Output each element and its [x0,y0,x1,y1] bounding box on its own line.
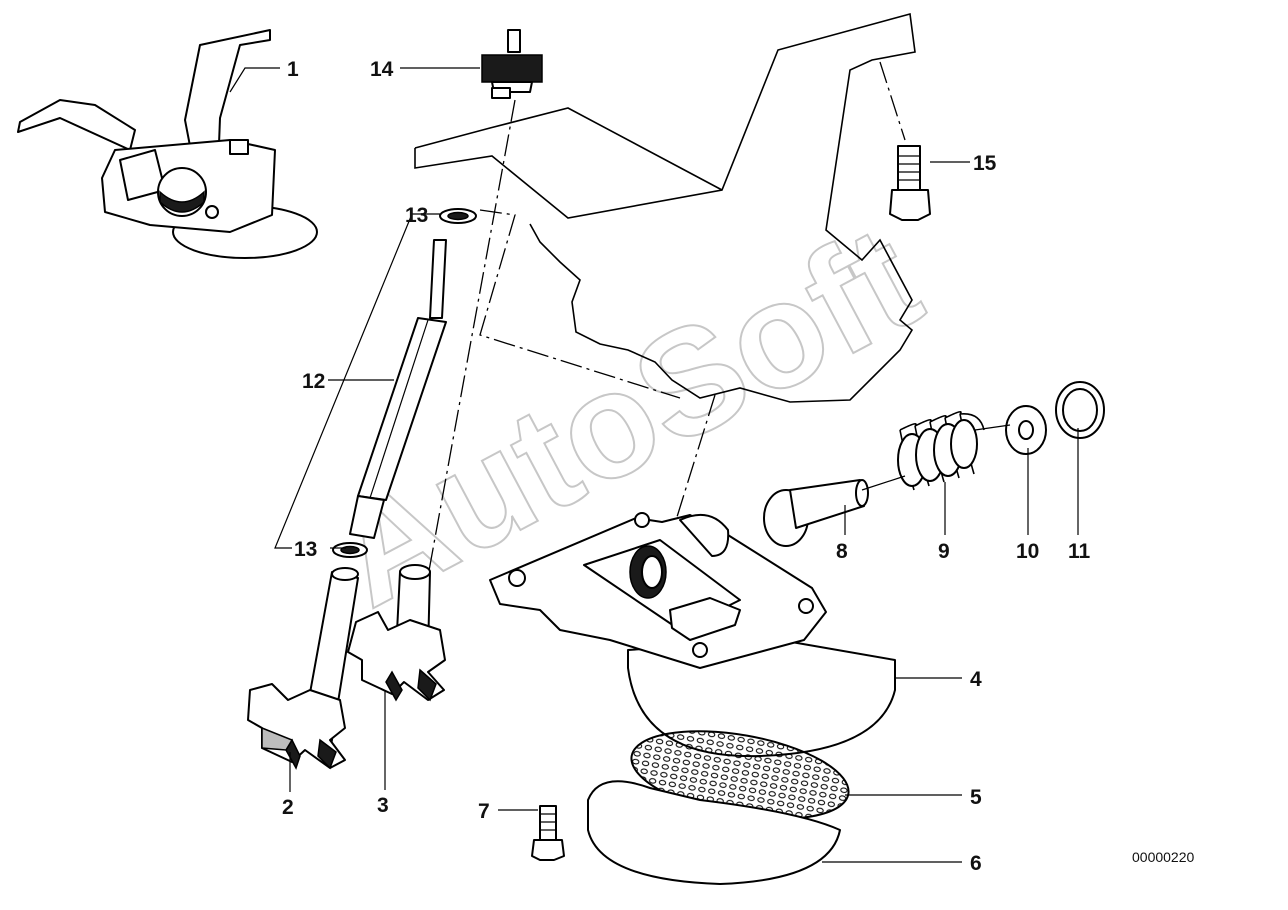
callout-5: 5 [970,786,982,809]
callout-numbers: 1 2 3 4 5 6 7 8 9 10 11 12 13 13 14 15 [282,58,1091,875]
callout-leader-lines [229,67,1079,863]
part-15-bolt [889,145,931,221]
part-11-circlip [1055,381,1105,439]
callout-11: 11 [1068,540,1091,563]
part-14-drive-gear [481,29,543,99]
part-8-valve-piston [763,479,869,547]
callout-2: 2 [282,796,294,819]
callout-13-lower: 13 [294,538,317,561]
callout-10: 10 [1016,540,1039,563]
callout-4: 4 [970,668,982,691]
callout-1: 1 [287,58,299,81]
callout-9: 9 [938,540,950,563]
part-6-strainer-plate [587,780,841,885]
part-13-ring-lower [332,542,368,558]
callout-14: 14 [370,58,394,81]
part-2-inner-rotor-shaft [247,567,359,770]
callout-15: 15 [973,152,997,175]
part-12-drive-shaft [349,239,447,539]
part-10-washer [1005,405,1047,455]
part-7-bolt [531,805,565,861]
callout-6: 6 [970,852,982,875]
drawing-code: 00000220 [1132,849,1195,865]
engine-block-outline [414,12,916,403]
part-1-oil-pump-assembly [17,29,318,259]
part-9-spring [897,410,985,491]
callout-3: 3 [377,794,389,817]
callout-13-upper: 13 [405,204,428,227]
part-3-rotor [347,564,446,702]
callout-7: 7 [478,800,490,823]
part-13-ring-upper [439,208,477,224]
callout-12: 12 [302,370,325,393]
callout-8: 8 [836,540,848,563]
